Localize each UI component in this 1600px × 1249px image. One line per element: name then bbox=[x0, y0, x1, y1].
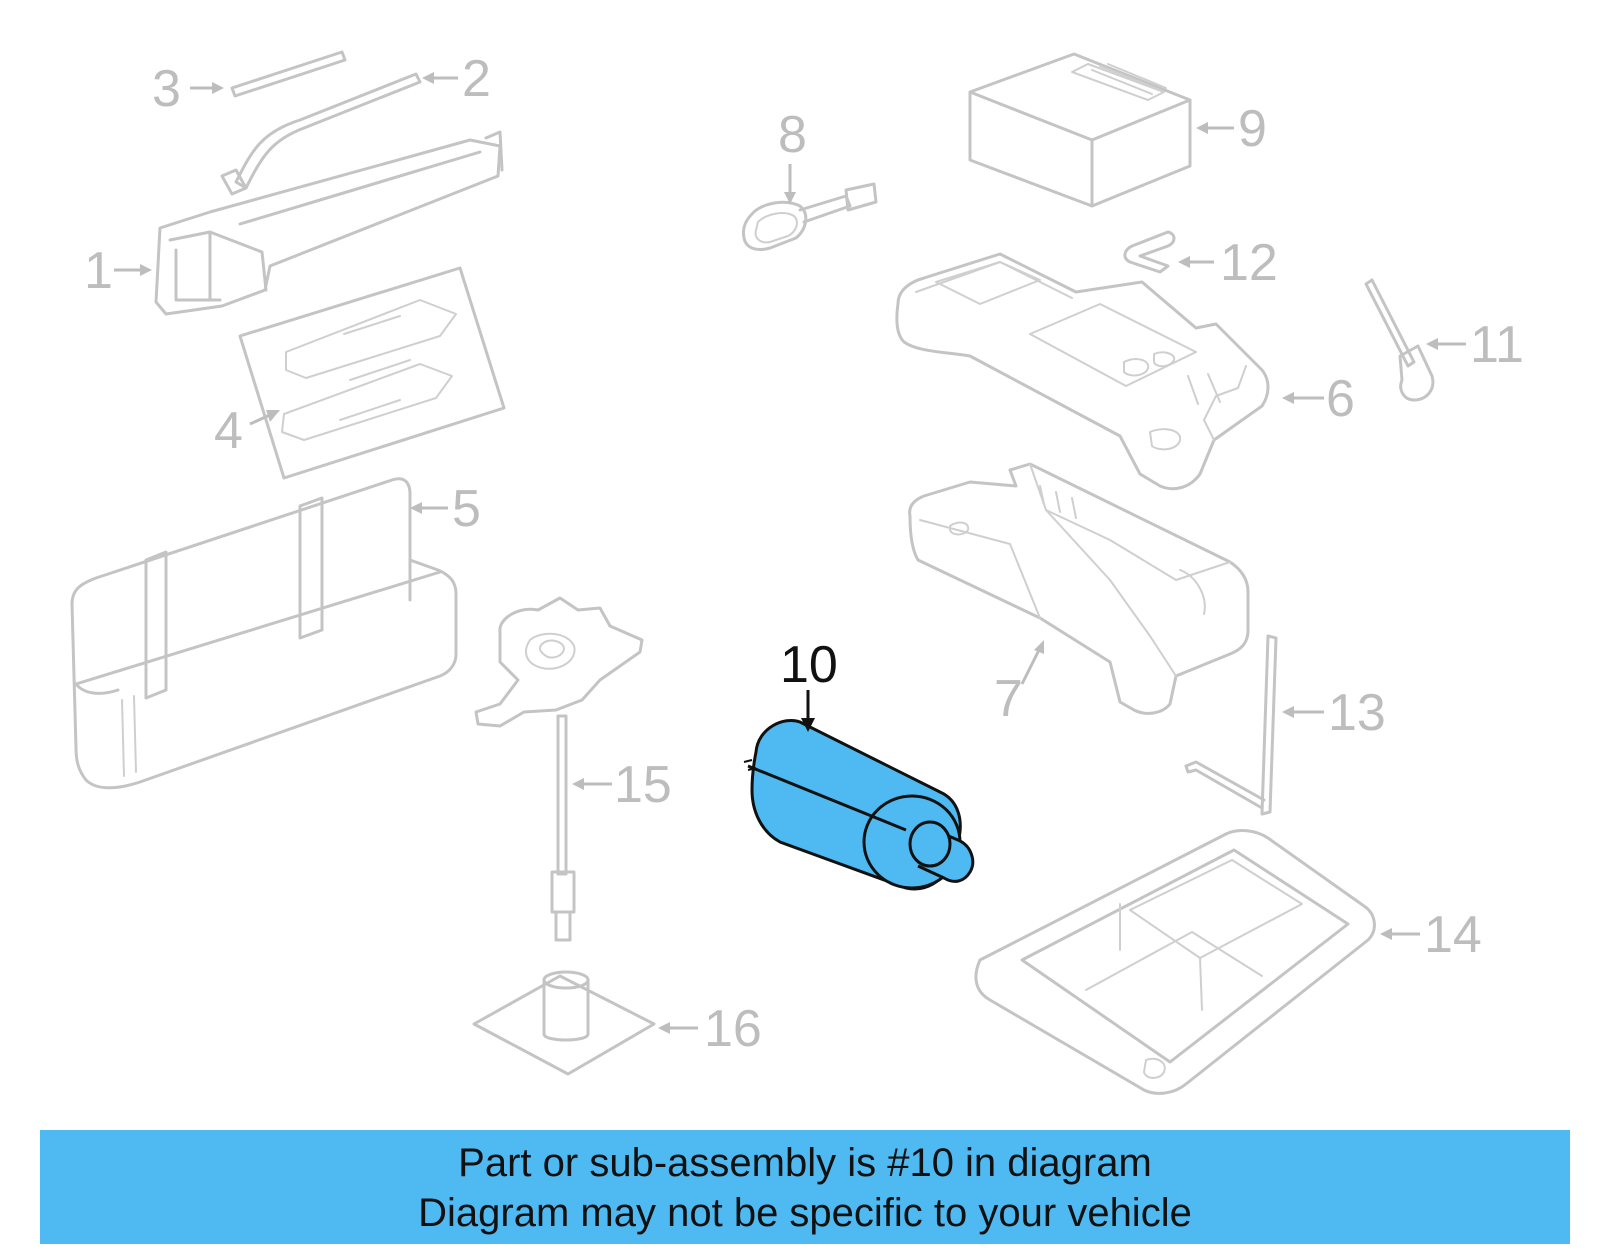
part-8-hook bbox=[742, 182, 878, 252]
part-3-rod bbox=[230, 50, 347, 98]
part-6-tray bbox=[895, 252, 1270, 491]
callout-11: 11 bbox=[1470, 316, 1524, 374]
part-10-filter[interactable] bbox=[743, 719, 975, 891]
part-13-rod bbox=[1184, 634, 1278, 816]
callout-3: 3 bbox=[152, 60, 181, 118]
part-2-handle bbox=[220, 72, 422, 196]
callout-7: 7 bbox=[994, 670, 1023, 728]
callout-4: 4 bbox=[214, 402, 243, 460]
parts-diagram: 3 2 1 4 5 8 9 12 11 6 7 13 14 15 16 10 bbox=[70, 50, 1524, 1095]
filter-nipple bbox=[908, 820, 952, 868]
callout-2: 2 bbox=[462, 50, 491, 108]
banner-line-1: Part or sub-assembly is #10 in diagram bbox=[458, 1141, 1152, 1185]
info-banner: Part or sub-assembly is #10 in diagram D… bbox=[40, 1130, 1570, 1244]
part-1-jack bbox=[154, 130, 504, 316]
callout-6: 6 bbox=[1326, 370, 1355, 428]
part-11-pin bbox=[1364, 278, 1435, 402]
part-9-box bbox=[968, 52, 1192, 208]
callout-1: 1 bbox=[84, 242, 113, 300]
part-7-tray bbox=[908, 462, 1250, 715]
callout-5: 5 bbox=[452, 480, 481, 538]
part-12-clip bbox=[1123, 230, 1176, 274]
callout-14: 14 bbox=[1424, 906, 1482, 964]
callout-16: 16 bbox=[704, 1000, 762, 1058]
part-5-case bbox=[70, 477, 458, 790]
callout-labels: 3 2 1 4 5 8 9 12 11 6 7 13 14 15 16 10 bbox=[84, 50, 1524, 1058]
callout-15: 15 bbox=[614, 756, 672, 814]
callout-10: 10 bbox=[780, 636, 838, 694]
callout-8: 8 bbox=[778, 106, 807, 164]
callout-9: 9 bbox=[1238, 100, 1267, 158]
part-16-base bbox=[472, 970, 656, 1076]
part-14-tray bbox=[974, 829, 1376, 1095]
callout-13: 13 bbox=[1328, 684, 1386, 742]
leader-arrows bbox=[114, 72, 1466, 1034]
callout-12: 12 bbox=[1220, 234, 1278, 292]
filter-seam bbox=[747, 764, 907, 832]
banner-line-2: Diagram may not be specific to your vehi… bbox=[418, 1191, 1192, 1235]
part-4-sheet bbox=[238, 266, 506, 480]
part-15-crank bbox=[474, 596, 644, 942]
